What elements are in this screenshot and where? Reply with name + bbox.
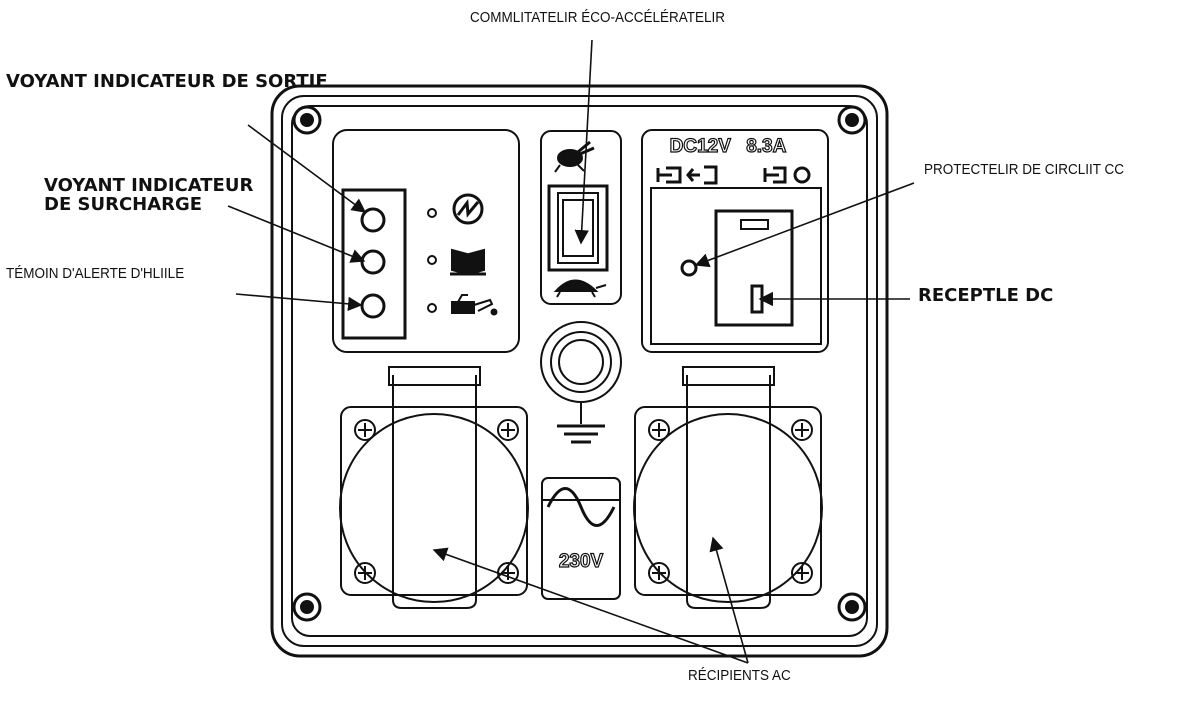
- label-output-indicator: VOYANT INDICATEUR DE SORTIE: [6, 71, 328, 92]
- overload-indicator-lamp: [360, 249, 437, 275]
- dc-rating-text: DC12V 8.3A: [670, 136, 787, 157]
- callout-lines: [227, 39, 915, 664]
- oil-can-icon: [451, 294, 498, 316]
- label-oil-alert: TÉMOIN D'ALERTE D'HLIILE: [6, 265, 185, 282]
- label-overload-indicator: VOYANT INDICATEUR DE SURCHARGE: [44, 176, 294, 215]
- ac-voltage-box: [541, 477, 621, 600]
- label-ac-receptacles: RÉCIPIENTS AC: [688, 667, 791, 684]
- label-dc-receptacle: RECEPTLE DC: [918, 285, 1054, 306]
- dc-socket-icon: [763, 166, 811, 184]
- panel-frame: [270, 84, 889, 658]
- dc-module: [641, 129, 829, 353]
- oil-alert-lamp: [360, 293, 437, 319]
- ac-outlet-left: [339, 366, 529, 609]
- rabbit-fast-icon: [554, 140, 595, 173]
- label-dc-protector: PROTECTELIR DE CIRCLIIT CC: [924, 161, 1125, 178]
- label-eco-throttle: COMMLITATELIR ÉCO-ACCÉLÉRATELIR: [470, 9, 726, 26]
- ac-voltage-text: 230V: [559, 551, 604, 572]
- corner-screw-top-right: [837, 105, 867, 135]
- ground-terminal: [540, 321, 622, 403]
- ground-symbol-icon: [557, 402, 605, 444]
- ac-outlet-right: [633, 366, 823, 609]
- dc-circuit-protector-button: [680, 259, 698, 277]
- label-overload-line-1: VOYANT INDICATEUR: [44, 175, 254, 196]
- label-overload-line-2: DE SURCHARGE: [44, 194, 203, 216]
- indicator-module: [332, 129, 520, 353]
- output-symbol-icon: [452, 193, 484, 225]
- corner-screw-bottom-left: [292, 592, 322, 622]
- output-indicator-lamp: [360, 207, 437, 233]
- turtle-slow-icon: [553, 279, 607, 298]
- eco-throttle-switch: [540, 130, 622, 305]
- corner-screw-bottom-right: [837, 592, 867, 622]
- corner-screw-top-left: [292, 105, 322, 135]
- dc-plug-icon: [656, 165, 718, 185]
- overload-book-icon: [450, 248, 486, 276]
